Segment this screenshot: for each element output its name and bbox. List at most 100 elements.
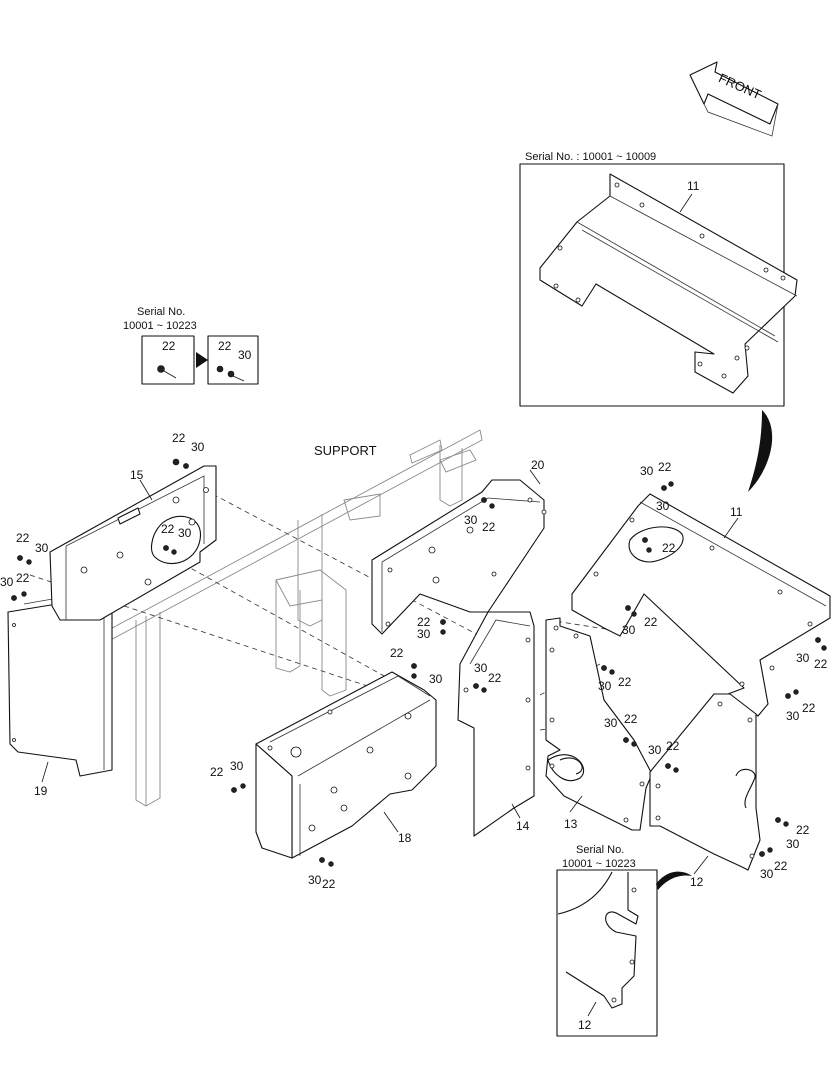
fastener-icon <box>411 673 417 679</box>
washer-callout: 30 <box>308 873 322 887</box>
washer-callout: 30 <box>429 672 443 686</box>
fastener-icon <box>183 463 189 469</box>
part-14-panel: 14 <box>457 611 535 837</box>
washer-callout: 30 <box>230 759 244 773</box>
bolt-callout: 22 <box>172 431 186 445</box>
bolt-callout: 22 <box>802 701 816 715</box>
part-19-panel: 19 <box>7 589 113 798</box>
fastener-icon <box>171 549 177 555</box>
washer-callout: 30 <box>786 837 800 851</box>
washer-callout: 30 <box>191 440 205 454</box>
washer-callout: 30 <box>656 499 670 513</box>
inset-top-part: 11 <box>687 179 700 193</box>
washer-callout: 30 <box>604 716 618 730</box>
fastener-icon <box>411 663 417 669</box>
inset-left-after-1: 22 <box>218 339 232 353</box>
fastener-icon <box>609 669 615 675</box>
front-arrow: FRONT <box>689 61 779 137</box>
fastener-icon <box>17 555 23 561</box>
fastener-icon <box>631 611 637 617</box>
part-18-box: 18 <box>255 671 437 859</box>
fastener-icon <box>665 763 671 769</box>
fastener-icon <box>328 861 334 867</box>
bolt-callout: 22 <box>482 520 496 534</box>
fastener-icon <box>785 693 791 699</box>
part-20-label: 20 <box>531 458 545 472</box>
bolt-callout: 22 <box>814 657 828 671</box>
fastener-icon <box>815 637 821 643</box>
fastener-icon <box>26 559 32 565</box>
fastener-icon <box>231 787 237 793</box>
washer-callout: 30 <box>760 867 774 881</box>
fastener-icon <box>21 591 27 597</box>
washer-callout: 30 <box>35 541 49 555</box>
fastener-icon <box>11 595 17 601</box>
part-13-label: 13 <box>564 817 578 831</box>
washer-callout: 30 <box>464 513 478 527</box>
washer-callout: 30 <box>0 575 14 589</box>
washer-callout: 30 <box>474 661 488 675</box>
fastener-icon <box>783 821 789 827</box>
bolt-callout: 22 <box>624 712 638 726</box>
bolt-callout: 22 <box>390 646 404 660</box>
bolt-callout: 22 <box>16 531 30 545</box>
inset-left-serial-1: Serial No. <box>137 306 185 318</box>
part-13-panel: 13 <box>545 617 653 831</box>
part-18-label: 18 <box>398 831 412 845</box>
fastener-icon <box>793 689 799 695</box>
part-15-label: 15 <box>130 468 144 482</box>
bolt-callout: 22 <box>774 859 788 873</box>
fastener-icon <box>473 683 479 689</box>
inset-bottom-serial-1: Serial No. <box>576 844 624 856</box>
part-11-label: 11 <box>730 505 743 519</box>
bolt-callout: 22 <box>662 541 676 555</box>
hardware-callouts: 22 30 22 30 22 30 30 22 30 22 30 22 30 2… <box>0 431 828 891</box>
inset-bottom-serial-2: 10001 ~ 10223 <box>562 858 636 870</box>
fastener-icon <box>767 847 773 853</box>
fastener-icon <box>481 687 487 693</box>
fastener-icon <box>759 851 765 857</box>
bolt-callout: 22 <box>210 765 224 779</box>
fastener-icon <box>775 817 781 823</box>
fastener-icon <box>240 783 246 789</box>
fastener-icon <box>673 767 679 773</box>
inset-left-before: 22 <box>162 339 176 353</box>
inset-left-serial-2: 10001 ~ 10223 <box>123 320 197 332</box>
fastener-icon <box>646 547 652 553</box>
fastener-icon <box>661 485 667 491</box>
bolt-callout: 22 <box>658 460 672 474</box>
fastener-icon <box>440 629 446 635</box>
fastener-icon <box>601 665 607 671</box>
washer-callout: 30 <box>417 627 431 641</box>
fastener-icon <box>489 503 495 509</box>
fastener-icon <box>440 619 446 625</box>
fastener-icon <box>631 741 637 747</box>
bolt-callout: 22 <box>666 739 680 753</box>
fastener-icon <box>668 481 674 487</box>
fastener-icon <box>172 458 180 466</box>
inset-bottom-part: 12 <box>578 1018 592 1032</box>
fastener-icon <box>642 537 648 543</box>
fastener-icon <box>625 605 631 611</box>
part-19-label: 19 <box>34 784 48 798</box>
detail-arrow-top <box>748 410 773 492</box>
bolt-callout: 22 <box>417 615 431 629</box>
fastener-icon <box>821 645 827 651</box>
part-14-label: 14 <box>516 819 530 833</box>
part-12-label: 12 <box>690 875 704 889</box>
support-label: SUPPORT <box>314 443 377 458</box>
bolt-callout: 22 <box>322 877 336 891</box>
inset-serial-10009: Serial No. : 10001 ~ 10009 11 <box>519 151 798 407</box>
washer-callout: 30 <box>598 679 612 693</box>
part-15-panel: 15 <box>49 465 217 621</box>
fastener-icon <box>623 737 629 743</box>
part-20-bracket: 20 <box>371 458 547 635</box>
part-12-panel: 12 <box>649 693 761 889</box>
bolt-callout: 22 <box>161 522 175 536</box>
washer-callout: 30 <box>786 709 800 723</box>
part-11-cover: 11 <box>571 493 831 717</box>
washer-callout: 30 <box>796 651 810 665</box>
bolt-callout: 22 <box>644 615 658 629</box>
